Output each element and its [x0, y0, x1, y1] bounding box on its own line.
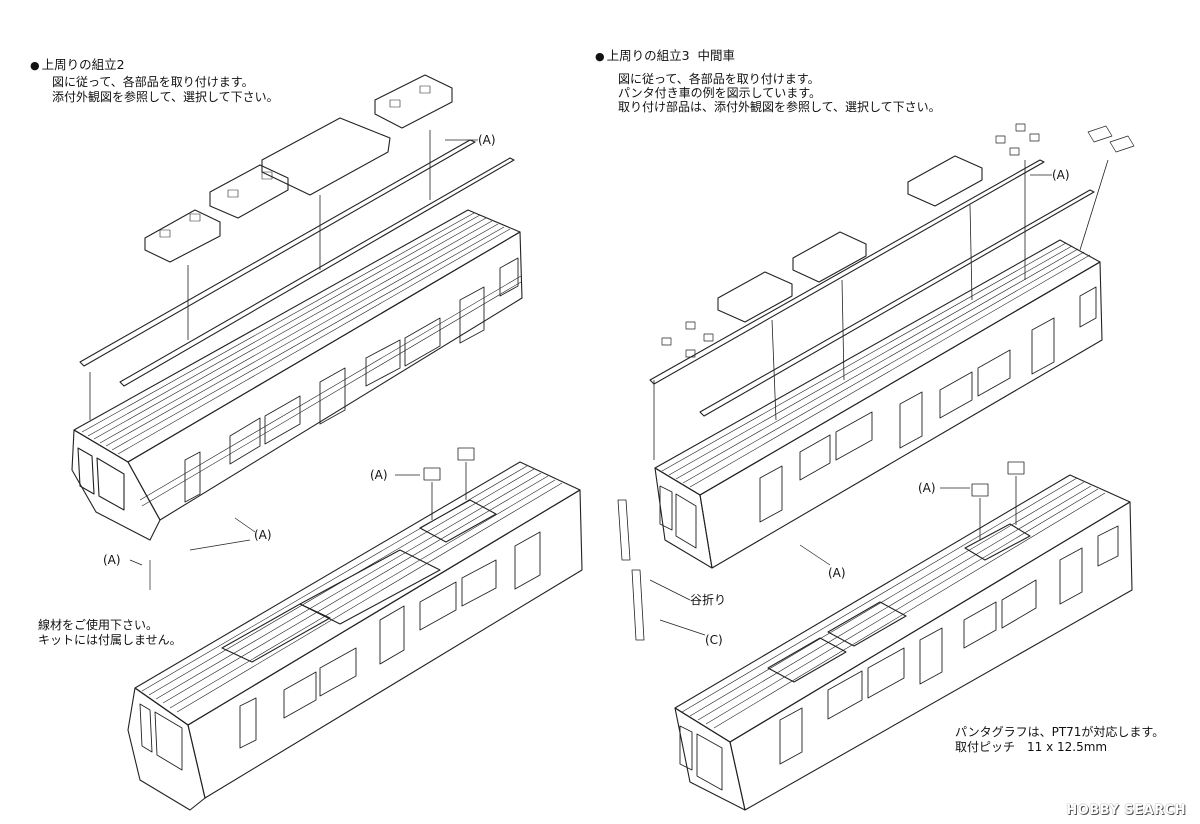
- left-instruction-2: 添付外観図を参照して、選択して下さい。: [52, 90, 279, 104]
- left-instruction-1: 図に従って、各部品を取り付けます。: [52, 75, 254, 89]
- right-instruction-1: 図に従って、各部品を取り付けます。: [618, 72, 820, 86]
- right-note-2: 取付ピッチ 11 x 12.5mm: [955, 740, 1108, 754]
- bullet-icon: ●: [30, 59, 40, 72]
- right-leader-lines: [649, 174, 1052, 636]
- right-note-1: パンタグラフは、PT71が対応します。: [955, 725, 1165, 739]
- left-lower-car-body: [127, 447, 583, 811]
- right-subheading: 中間車: [697, 48, 736, 63]
- right-lower-car-body: [674, 461, 1133, 811]
- right-heading: ●上周りの組立3 中間車: [595, 48, 736, 63]
- left-roof-parts: [79, 74, 515, 420]
- left-leader-lines: [129, 139, 478, 590]
- watermark-logo: HOBBY SEARCH: [1066, 803, 1186, 818]
- left-note-2: キットには付属しません。: [38, 633, 182, 647]
- right-label-a-1: (A): [1052, 168, 1070, 182]
- left-label-a-3: (A): [103, 553, 121, 567]
- left-label-a-1: (A): [478, 133, 496, 147]
- left-heading: ●上周りの組立2: [30, 57, 125, 72]
- right-label-a-3: (A): [918, 481, 936, 495]
- left-label-a-4: (A): [370, 468, 388, 482]
- bullet-icon: ●: [595, 50, 605, 63]
- left-note-1: 線材をご使用下さい。: [38, 618, 159, 632]
- fold-label: 谷折り: [690, 593, 727, 607]
- right-upper-car-body: [654, 239, 1103, 569]
- right-instruction-2: パンタ付き車の例を図示しています。: [618, 86, 822, 100]
- right-instruction-3: 取り付け部品は、添付外観図を参照して、選択して下さい。: [618, 100, 941, 114]
- label-c: (C): [705, 633, 723, 647]
- right-roof-parts: [617, 123, 1135, 641]
- left-upper-car-body: [71, 209, 523, 541]
- right-label-a-2: (A): [828, 566, 846, 580]
- left-label-a-2: (A): [254, 528, 272, 542]
